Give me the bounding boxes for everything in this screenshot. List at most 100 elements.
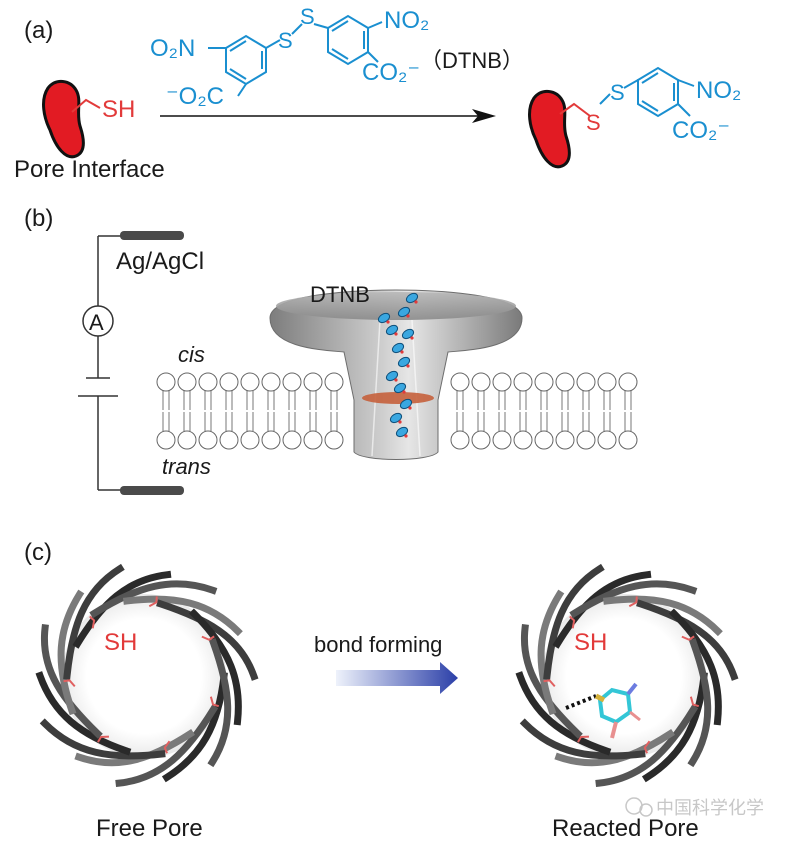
beta-strand bbox=[636, 599, 739, 681]
thiol-label-reacted: SH bbox=[574, 629, 607, 656]
ammeter-label: A bbox=[89, 310, 104, 335]
dtnb-molecule bbox=[385, 324, 399, 336]
beta-strand bbox=[39, 718, 166, 760]
ammeter-icon bbox=[82, 305, 114, 337]
panel-b-label: (b) bbox=[24, 205, 53, 232]
beta-strand bbox=[122, 595, 243, 637]
bound-dtnb-molecule bbox=[565, 682, 641, 739]
lipid-molecule bbox=[576, 372, 596, 450]
dtnb-molecule bbox=[391, 342, 405, 354]
beta-strand bbox=[115, 704, 219, 788]
cysteine-residue bbox=[148, 596, 158, 608]
trans-label: trans bbox=[162, 454, 211, 479]
panel-c-label: (c) bbox=[24, 539, 52, 566]
lipid-molecule bbox=[534, 372, 554, 450]
cysteine-residue bbox=[97, 735, 109, 743]
beta-strand bbox=[537, 589, 565, 716]
beta-strand bbox=[687, 638, 712, 768]
beta-strand bbox=[89, 580, 218, 619]
beta-strand bbox=[156, 599, 259, 681]
beta-strand bbox=[668, 608, 722, 726]
bond-forming-arrow bbox=[336, 662, 458, 694]
protein-blob-right bbox=[528, 90, 571, 169]
cysteine-residue bbox=[569, 615, 576, 629]
cysteine-residue bbox=[201, 635, 215, 641]
lipid-molecule bbox=[219, 372, 239, 450]
beta-strand bbox=[40, 624, 103, 739]
dtnb-label: DTNB bbox=[310, 282, 370, 307]
beta-strand bbox=[520, 624, 583, 739]
cysteine-residue bbox=[689, 696, 700, 708]
pore-lumen bbox=[62, 594, 226, 758]
panel-b: (b) A Ag/AgCl DTNB cis tran bbox=[24, 205, 638, 495]
cysteine-residue bbox=[543, 679, 556, 688]
dtnb-molecule bbox=[397, 356, 411, 368]
beta-strand bbox=[188, 608, 242, 726]
lipid-molecule bbox=[282, 372, 302, 450]
beta-strand bbox=[74, 729, 195, 767]
beta-strand bbox=[515, 671, 612, 756]
reagent-no2: NO₂ bbox=[384, 7, 429, 34]
cysteine-residue bbox=[209, 696, 220, 708]
electrode-top bbox=[120, 231, 184, 240]
lipid-molecule bbox=[492, 372, 512, 450]
lipid-molecule bbox=[177, 372, 197, 450]
panel-a: (a) SH Pore Interface bbox=[14, 4, 741, 183]
beta-strand bbox=[641, 672, 708, 783]
lipid-molecule bbox=[450, 372, 470, 450]
cysteine-residue bbox=[163, 740, 171, 754]
cis-label: cis bbox=[178, 342, 205, 367]
lipid-molecule bbox=[324, 372, 344, 450]
beta-strand bbox=[63, 563, 125, 680]
cysteine-residue bbox=[628, 596, 638, 608]
electrode-label: Ag/AgCl bbox=[116, 248, 204, 275]
beta-strand bbox=[543, 563, 605, 680]
lipid-molecule bbox=[303, 372, 323, 450]
dtnb-molecule bbox=[377, 312, 391, 324]
product-structure bbox=[559, 66, 695, 118]
cysteine-residue bbox=[681, 635, 695, 641]
thiol-label-a: SH bbox=[102, 96, 135, 123]
reagent-o2n: O₂N bbox=[150, 35, 195, 62]
beta-strand bbox=[161, 672, 228, 783]
reacted-pore-label: Reacted Pore bbox=[552, 815, 699, 842]
dtnb-molecule bbox=[393, 382, 407, 394]
dtnb-molecule bbox=[405, 292, 419, 304]
free-pore-ring bbox=[35, 563, 259, 788]
beta-strand bbox=[35, 671, 132, 756]
protein-blob-left bbox=[42, 80, 85, 159]
product-sulfur-2: S bbox=[610, 80, 625, 105]
constriction-ring bbox=[362, 392, 434, 404]
product-co2: CO₂⁻ bbox=[672, 117, 730, 144]
beta-strand bbox=[552, 570, 652, 649]
dtnb-molecule bbox=[395, 426, 409, 438]
lipid-bilayer bbox=[156, 372, 638, 450]
reagent-name: （DTNB） bbox=[420, 48, 524, 73]
electrode-bottom bbox=[120, 486, 184, 495]
lipid-molecule bbox=[261, 372, 281, 450]
pore-interface-label: Pore Interface bbox=[14, 156, 165, 183]
beta-strand bbox=[569, 580, 698, 619]
product-sulfur-1: S bbox=[586, 110, 601, 135]
free-pore-label: Free Pore bbox=[96, 815, 203, 842]
beta-strand bbox=[207, 638, 232, 768]
cysteine-residue bbox=[577, 735, 589, 743]
reacted-pore-ring bbox=[515, 563, 739, 788]
lipid-molecule bbox=[513, 372, 533, 450]
lipid-molecule bbox=[240, 372, 260, 450]
lipid-molecule bbox=[555, 372, 575, 450]
lipid-molecule bbox=[471, 372, 491, 450]
lipid-molecule bbox=[597, 372, 617, 450]
watermark-text: 中国科学化学 bbox=[656, 798, 764, 818]
product-no2: NO₂ bbox=[696, 77, 741, 104]
dtnb-molecule bbox=[385, 370, 399, 382]
panel-a-label: (a) bbox=[24, 17, 53, 44]
pore-lumen bbox=[542, 594, 706, 758]
lipid-molecule bbox=[156, 372, 176, 450]
panel-c: (c) SH SH bond forming Free Pore Reacted… bbox=[24, 539, 764, 842]
cysteine-residue bbox=[63, 679, 76, 688]
beta-strand bbox=[72, 570, 172, 649]
dtnb-molecule bbox=[389, 412, 403, 424]
reagent-co2-right: CO₂⁻ bbox=[362, 59, 420, 86]
